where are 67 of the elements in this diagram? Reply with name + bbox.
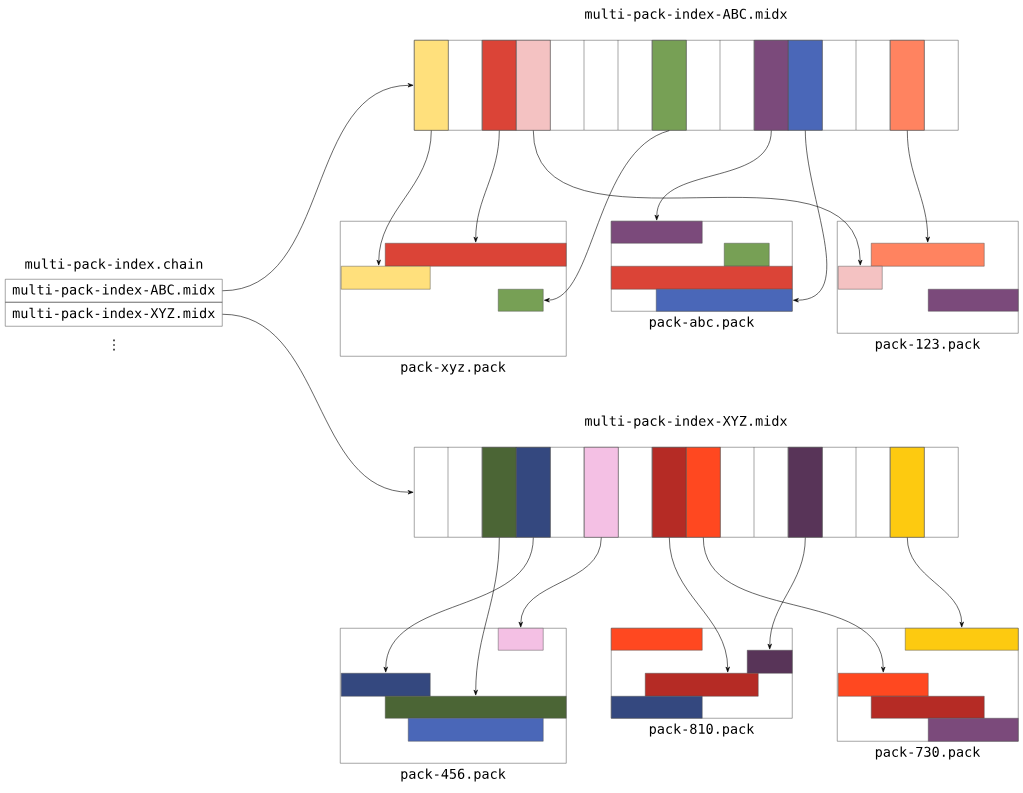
index-entry — [652, 40, 687, 131]
node-label: pack-810.pack — [649, 723, 755, 737]
node-label: pack-xyz.pack — [401, 361, 506, 375]
object-range — [838, 673, 929, 697]
arrow — [533, 130, 863, 266]
object-range — [871, 696, 985, 719]
object-range — [385, 243, 567, 267]
index-entry — [414, 40, 449, 131]
arrow — [473, 130, 500, 243]
index-entry — [516, 40, 551, 131]
pack-file: pack-456.pack — [340, 628, 567, 782]
arrow — [703, 537, 886, 673]
arrow — [793, 130, 827, 303]
pack-file: pack-xyz.pack — [340, 221, 567, 375]
object-range — [838, 266, 883, 290]
object-range — [928, 718, 1019, 742]
object-range — [905, 628, 1019, 651]
object-range — [656, 289, 793, 312]
arrow — [654, 130, 772, 221]
object-range — [341, 673, 431, 697]
object-range — [611, 266, 793, 290]
object-range — [645, 673, 759, 697]
object-range — [498, 289, 544, 312]
arrow — [222, 83, 414, 292]
index-entry — [584, 447, 619, 538]
object-range — [341, 266, 431, 290]
index-entry — [890, 447, 925, 538]
node-label: pack-456.pack — [401, 768, 506, 782]
object-range — [611, 221, 703, 244]
index-entry — [754, 40, 789, 131]
object-range — [498, 628, 544, 651]
object-range — [747, 650, 793, 674]
ellipsis: ⋮ — [113, 339, 115, 351]
chain-entry: multi-pack-index-XYZ.midx — [5, 302, 223, 327]
arrow — [907, 537, 964, 628]
node-label: pack-123.pack — [875, 338, 981, 352]
object-range — [408, 718, 544, 742]
arrow — [383, 537, 534, 673]
object-range — [871, 243, 985, 267]
node-label: multi-pack-index-ABC.midx — [585, 8, 788, 22]
node-label: pack-730.pack — [875, 746, 981, 760]
index-entry — [686, 447, 721, 538]
arrow — [907, 130, 930, 243]
node-label: pack-abc.pack — [649, 316, 755, 330]
index-entry — [788, 447, 823, 538]
index-entry — [890, 40, 925, 131]
index-entry — [516, 447, 551, 538]
arrow — [767, 537, 806, 650]
object-range — [928, 289, 1019, 312]
index-entry — [788, 40, 823, 131]
arrow — [518, 537, 602, 628]
object-range — [724, 243, 770, 267]
arrow — [544, 130, 670, 303]
arrow — [669, 537, 730, 673]
index-entry — [482, 447, 517, 538]
pack-file: pack-123.pack — [837, 221, 1019, 352]
index-entry — [652, 447, 687, 538]
object-range — [611, 696, 703, 719]
arrow — [473, 537, 500, 696]
object-range — [611, 628, 703, 651]
object-range — [385, 696, 567, 719]
chain-entry: multi-pack-index-ABC.midx — [5, 279, 223, 303]
arrow — [376, 130, 432, 266]
index-entry — [482, 40, 517, 131]
node-label: multi-pack-index-XYZ.midx — [585, 415, 788, 429]
arrow — [222, 313, 414, 495]
heading: multi-pack-index.chain — [25, 258, 203, 272]
